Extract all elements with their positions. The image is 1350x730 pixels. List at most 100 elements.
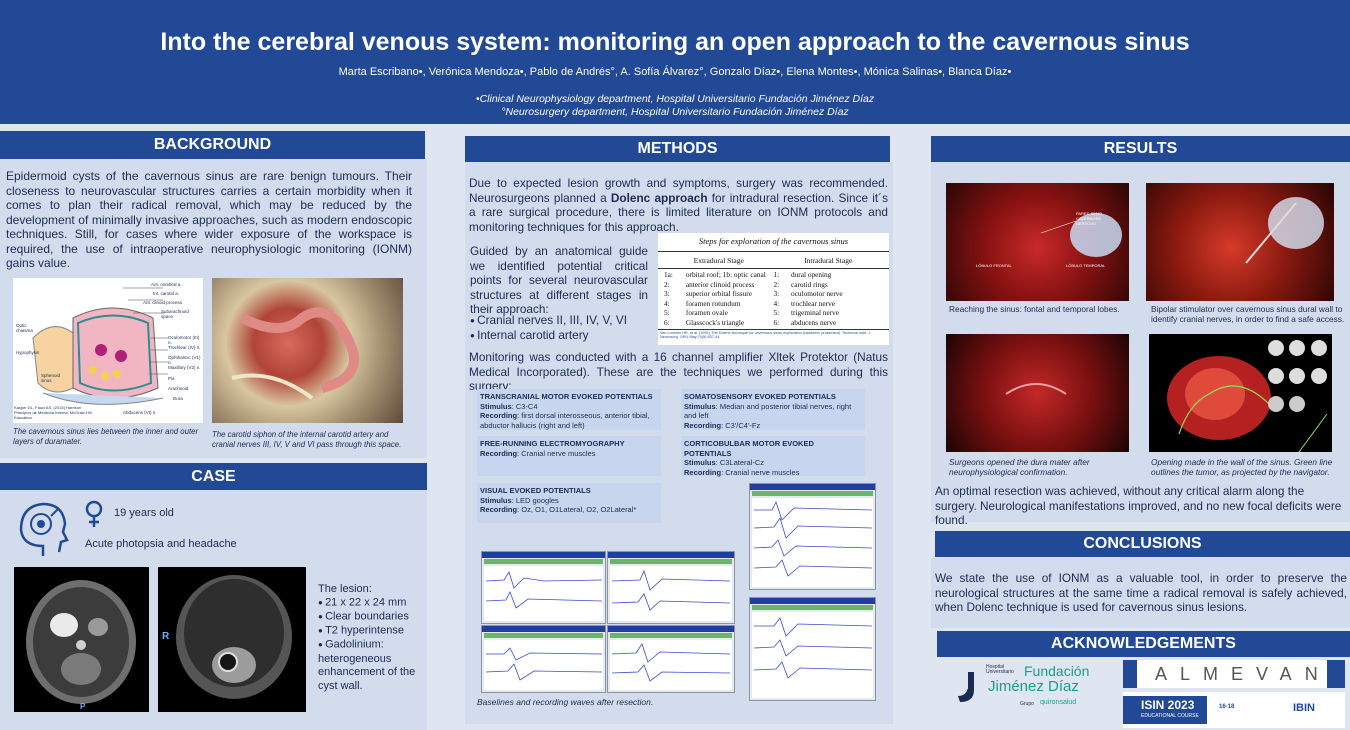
background-heading: BACKGROUND [0,131,425,159]
background-text: Epidermoid cysts of the cavernous sinus … [6,169,412,270]
fjd-quiron: quironsalud [1040,699,1077,706]
table-cell: 2: [773,279,780,289]
conclusions-text: We state the use of IONM as a valuable t… [935,571,1347,614]
diagram-label: Arachnoid [168,386,189,391]
table-cell: trochlear nerve [791,298,835,308]
guide-list: Cranial nerves II, III, IV, V, VI Intern… [470,313,650,343]
technique-label: Recording [684,467,722,477]
photo-label: LÓBULO TEMPORAL [1066,263,1106,268]
intro-text: Due to expected lesion growth and sympto… [469,176,888,205]
table-cell: 4: [664,298,670,308]
diagram-label: Sphenoid sinus [41,373,61,383]
results-caption-3: Surgeons opened the dura mater after neu… [949,457,1090,477]
guide-text: Guided by an anatomical guide we identif… [470,244,648,316]
monitoring-text: Monitoring was conducted with a 16 chann… [469,350,888,393]
waveform-window [607,625,735,693]
technique-label: Recording [480,448,518,458]
lesion-list: 21 x 22 x 24 mm Clear boundaries T2 hype… [318,596,418,693]
dolenc-steps-table: Steps for exploration of the cavernous s… [658,233,889,345]
surgery-photo-lobes: LÓBULO FRONTAL LÓBULO TEMPORAL PARED SEN… [946,183,1129,301]
conclusions-panel [931,558,1350,628]
fjd-line1: Fundación [1024,663,1090,679]
table-cell: 4: [773,298,780,308]
lesion-item: Gadolinium: heterogeneous enhancement of… [318,638,418,693]
caption-carotid: The carotid siphon of the internal carot… [212,430,402,449]
table-cell: trigeminal nerve [791,308,840,318]
technique-value: : C3'/C4'-Fz [721,420,761,430]
diagram-label: Optic chiasma [16,323,33,333]
diagram-label: Int. carotid a. [153,291,180,296]
isin-dates: 16-18 [1219,704,1235,710]
results-heading: RESULTS [931,136,1350,162]
authors: Marta Escribano•, Verónica Mendoza•, Pab… [338,66,1012,78]
table-header: Intradural Stage [804,256,853,265]
mri-coronal: R [158,567,306,712]
almevan-text: ALMEVAN [1155,664,1331,684]
technique-value: : Cranial nerve muscles [721,467,800,477]
waveform-window [607,551,735,624]
photo-label: PARED SENO CAVERNOSO DERECHO [1076,211,1102,226]
carotid-siphon-photo [212,278,403,423]
table-cell: 1a: [664,270,673,279]
waveform-window [749,597,876,701]
cavernous-sinus-diagram: Ant. cerebral a. Int. carotid a. Ant. cl… [13,278,203,423]
technique-title: TRANSCRANIAL MOTOR EVOKED POTENTIALS [480,392,653,401]
technique-title: CORTICOBULBAR MOTOR EVOKED POTENTIALS [684,439,814,458]
lesion-item: T2 hyperintense [318,624,418,638]
patient-age: 19 years old [114,507,174,519]
technique-value: : C3Lateral-Cz [715,458,765,467]
mri-label-r: R [162,631,170,642]
diagram-label: Dura [173,396,183,401]
female-icon [84,500,104,528]
surgery-photo-dura [946,334,1129,452]
diagram-label: Oculomotor (III) n. [168,335,200,345]
technique-label: Stimulus [480,495,512,505]
isin-ibin-logos: ISIN 2023 EDUCATIONAL COURSE 16-18 IBIN [1123,692,1345,728]
fjd-logo: Hospital Universitario Fundación Jiménez… [950,662,1100,712]
technique-value: : Cranial nerve muscles [517,448,596,458]
table-cell: anterior clinoid process [685,279,755,289]
surgery-photo-bipolar [1146,183,1334,301]
fjd-small: Hospital Universitario [986,664,1014,675]
results-outcome: An optimal resection was achieved, witho… [935,484,1342,527]
results-caption-1: Reaching the sinus: fontal and temporal … [949,304,1120,314]
table-cell: 6: [773,317,780,327]
table-header: Extradural Stage [693,256,744,265]
diagram-label: Ant. clinoid process [143,300,183,305]
fjd-line2: Jiménez Díaz [988,678,1079,695]
table-cell: 3: [664,289,670,299]
diagram-label: Ant. cerebral a. [151,282,182,287]
table-source: Van Loveren HR. et al. (1991) The Dolenc… [660,330,871,340]
methods-intro: Due to expected lesion growth and sympto… [469,176,888,234]
table-title: Steps for exploration of the cavernous s… [658,236,889,252]
table-cell: 3: [773,289,780,299]
table-cell: abducens nerve [791,317,837,327]
waveform-window [481,551,606,624]
almevan-logo: ALMEVAN [1123,660,1345,688]
head-brain-icon [13,500,69,560]
technique-title: SOMATOSENSORY EVOKED POTENTIALS [684,392,836,401]
diagram-label: Subarachnoid space [161,309,189,319]
fjd-group: Grupo [1020,701,1034,707]
diagram-label: Trochlear (IV) n. [168,345,201,350]
lesion-item: Clear boundaries [318,610,418,624]
diagram-label: Pia [168,376,175,381]
conclusions-heading: CONCLUSIONS [935,531,1350,557]
methods-heading: METHODS [465,136,890,162]
guide-item: Internal carotid artery [470,328,650,343]
guide-item: Cranial nerves II, III, IV, V, VI [470,313,650,328]
affiliation-1: •Clinical Neurophysiology department, Ho… [475,93,875,105]
lesion-title: The lesion: [318,583,372,595]
technique-label: Recording [480,505,518,514]
table-cell: oculomotor nerve [791,289,843,299]
waveform-window [749,483,876,590]
dolenc-approach: Dolenc approach [610,190,708,205]
technique-label: Stimulus [480,401,512,411]
